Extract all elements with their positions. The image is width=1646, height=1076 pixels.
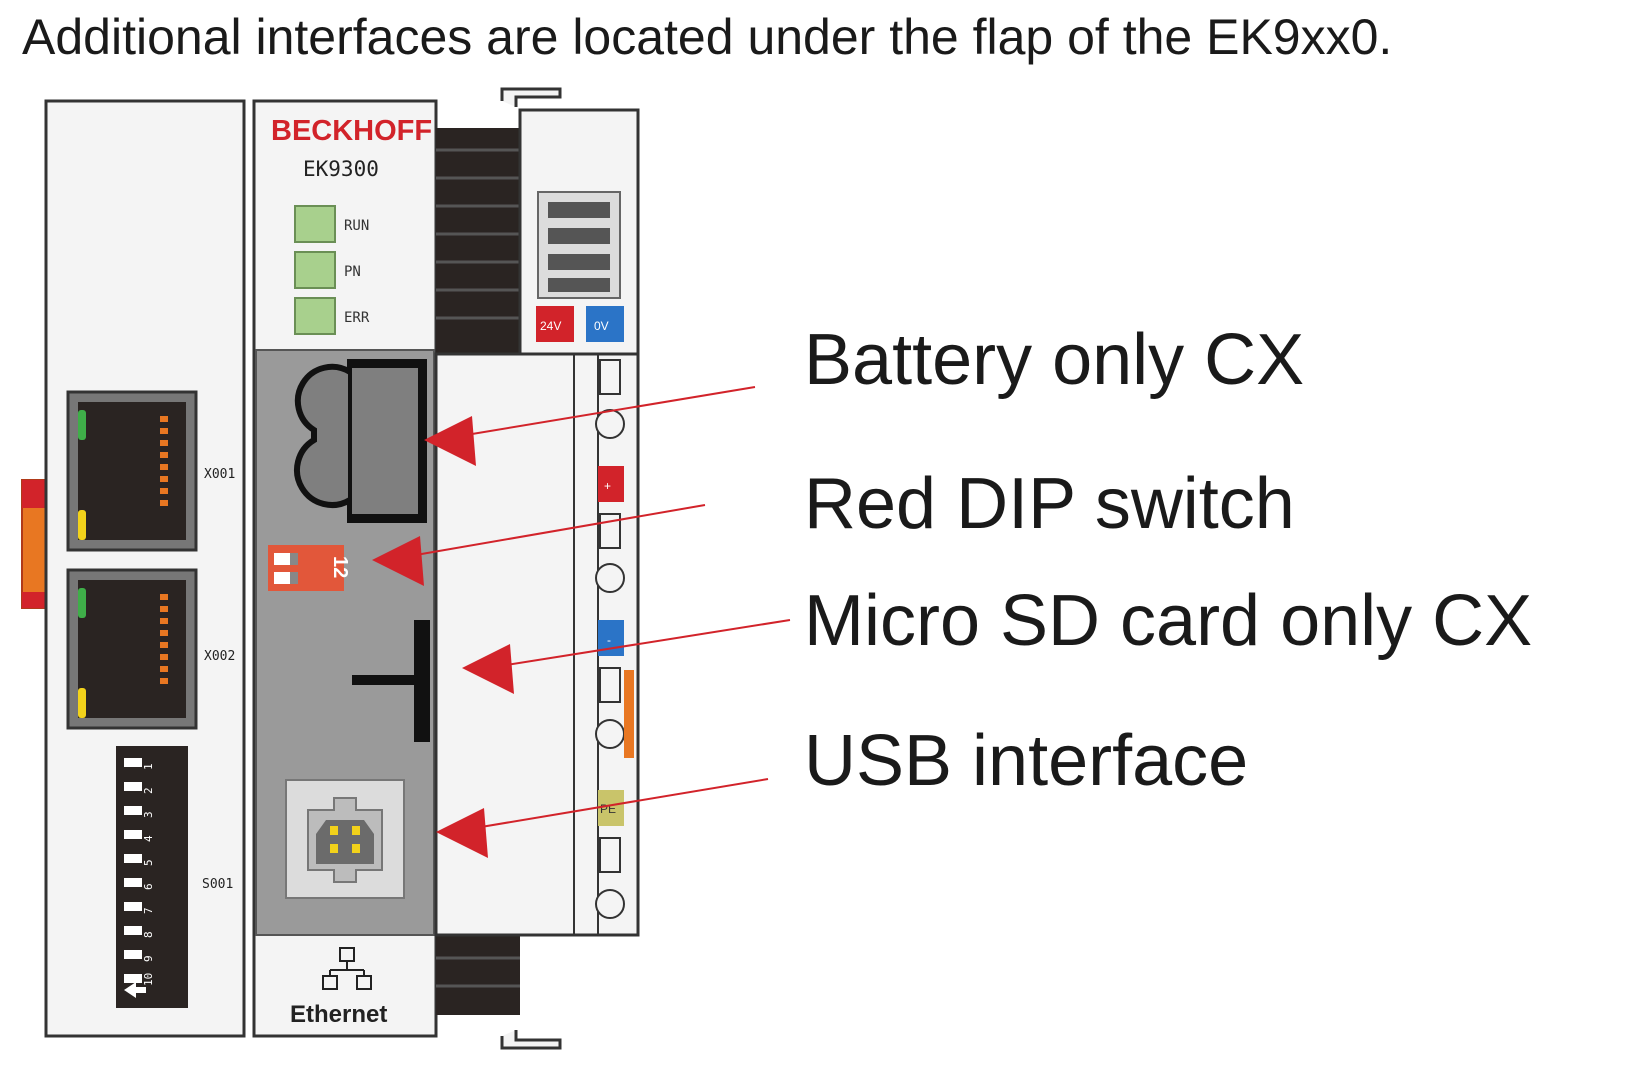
usb-port[interactable] — [285, 779, 405, 899]
rail-latch-top — [500, 87, 562, 107]
dip-number-5: 5 — [142, 859, 155, 866]
ethernet-label: Ethernet — [290, 1001, 387, 1028]
rib-lines — [436, 148, 520, 320]
dip-lever-5[interactable] — [124, 854, 142, 863]
arrowhead-red-dip — [372, 536, 424, 586]
terminal-24v — [536, 306, 574, 342]
led-run — [294, 205, 336, 243]
dip-lever-4[interactable] — [124, 830, 142, 839]
side-stripe — [624, 670, 634, 758]
led-pn — [294, 251, 336, 289]
led-err — [294, 297, 336, 335]
cooling-ribs-top — [436, 128, 520, 354]
arrow-line-micro-sd — [499, 619, 791, 667]
led-label-pn: PN — [344, 264, 361, 280]
rj45-socket — [78, 580, 186, 718]
address-dip-switch[interactable]: 1 2 3 4 5 6 7 8 9 10 — [116, 746, 188, 1008]
dip-number-8: 8 — [142, 931, 155, 938]
link-led-green — [78, 588, 86, 618]
terminal-label-0v: 0V — [594, 319, 609, 333]
spring-contacts — [595, 359, 625, 919]
arrowhead-battery — [424, 416, 476, 466]
link-led-green — [78, 410, 86, 440]
dip-lever-10[interactable] — [124, 974, 142, 983]
callout-arrows — [372, 386, 791, 858]
brand-logo: BECKHOFF — [271, 115, 432, 147]
left-housing: X001 X002 1 2 3 4 5 6 7 8 9 10 S001 — [21, 99, 246, 1038]
dip-number-2: 2 — [142, 787, 155, 794]
led-label-err: ERR — [344, 310, 370, 326]
dip-number-4: 4 — [142, 835, 155, 842]
rj45-socket — [78, 402, 186, 540]
led-label-run: RUN — [344, 218, 369, 234]
on-arrow-icon — [124, 982, 146, 998]
micro-sd-slot[interactable] — [352, 620, 430, 742]
release-tab-bottom — [22, 592, 46, 608]
dip-switch-label-s001: S001 — [202, 877, 233, 892]
rj45-contacts — [160, 594, 168, 684]
arrow-line-usb — [474, 778, 769, 829]
terminal-plus — [598, 466, 624, 502]
rj45-contacts — [160, 416, 168, 506]
dip-lever-3[interactable] — [124, 806, 142, 815]
dip-number-1: 1 — [142, 763, 155, 770]
dip-lever-6[interactable] — [124, 878, 142, 887]
dip-number-6: 6 — [142, 883, 155, 890]
dip-lever-7[interactable] — [124, 902, 142, 911]
dip-switch-numbers: 1 2 3 4 5 6 7 8 9 10 — [142, 763, 155, 986]
arrow-line-battery — [459, 386, 756, 437]
callout-red-dip: Red DIP switch — [804, 464, 1295, 544]
dip-lever-1[interactable] — [124, 758, 142, 767]
dip-number-3: 3 — [142, 811, 155, 818]
terminal-label-24v: 24V — [540, 319, 561, 333]
rj45-port-x002[interactable] — [66, 568, 198, 730]
terminal-pe — [598, 790, 624, 826]
terminal-label-plus: + — [604, 479, 611, 493]
dip-lever-8[interactable] — [124, 926, 142, 935]
activity-led-yellow — [78, 510, 86, 540]
red-dip-switch[interactable]: 12 — [268, 545, 351, 591]
red-dip-numbers: 12 — [329, 556, 351, 578]
arrow-line-red-dip — [409, 504, 706, 557]
arrowhead-usb — [436, 808, 488, 858]
rj45-port-x001[interactable] — [66, 390, 198, 552]
dip-lever-2[interactable] — [124, 782, 142, 791]
callout-battery: Battery only CX — [804, 320, 1304, 400]
terminal-label-minus: - — [607, 633, 611, 647]
port-label-x001: X001 — [204, 467, 235, 482]
status-leds: RUN PN ERR — [294, 205, 370, 335]
dip-switch-levers — [124, 758, 142, 983]
cooling-ribs-bottom — [436, 935, 520, 1015]
callout-usb: USB interface — [804, 721, 1248, 801]
port-label-x002: X002 — [204, 649, 235, 664]
right-housing: 24V 0V + - PE — [434, 87, 640, 1050]
dip-lever-9[interactable] — [124, 950, 142, 959]
model-label: EK9300 — [303, 157, 379, 181]
network-icon — [322, 947, 372, 990]
battery-holder[interactable] — [294, 359, 427, 523]
dip-number-10: 10 — [142, 973, 155, 986]
dip-number-7: 7 — [142, 907, 155, 914]
activity-led-yellow — [78, 688, 86, 718]
arrowhead-micro-sd — [462, 644, 514, 694]
dip-number-9: 9 — [142, 955, 155, 962]
release-tab-top — [22, 480, 46, 508]
callout-micro-sd: Micro SD card only CX — [804, 581, 1532, 661]
terminal-0v — [586, 306, 624, 342]
caption: Additional interfaces are located under … — [22, 9, 1392, 65]
rail-latch-bottom — [500, 1030, 562, 1050]
